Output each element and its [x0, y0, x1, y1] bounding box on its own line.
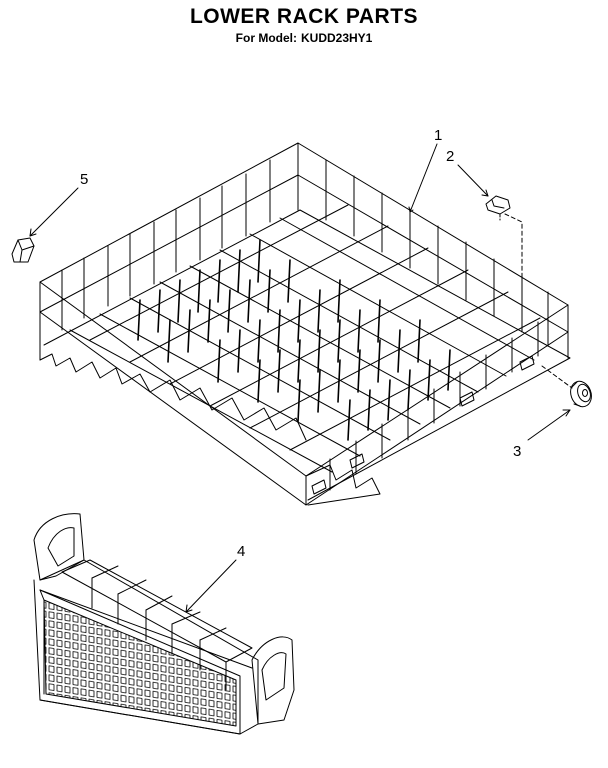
leader-1	[409, 143, 438, 213]
silverware-basket[interactable]	[33, 513, 295, 735]
rack-floor-grid	[69, 204, 541, 473]
leader-4	[185, 559, 237, 613]
page-title: LOWER RACK PARTS	[189, 5, 419, 28]
callout-4: 4	[237, 543, 245, 560]
basket-right-handle	[251, 636, 295, 725]
rack-clip[interactable]	[485, 195, 523, 301]
rack-front-left-wires	[61, 159, 271, 331]
basket-front-face	[39, 589, 241, 735]
basket-mesh	[43, 599, 237, 727]
rack-scallop-edge	[39, 353, 307, 441]
callout-5: 5	[80, 171, 88, 188]
leader-2	[457, 164, 489, 197]
basket-top-rim	[61, 559, 253, 663]
basket-left-handle-grip	[47, 527, 75, 567]
basket-dividers	[91, 565, 227, 641]
rack-bottom-frame	[43, 209, 571, 501]
callout-leaders	[29, 143, 571, 613]
rack-top-rim	[39, 142, 569, 477]
model-line: For Model:KUDD23HY1	[0, 31, 608, 45]
rack-tines	[137, 239, 451, 441]
basket-right-handle-grip	[261, 652, 287, 701]
model-prefix: For Model:	[235, 31, 297, 45]
leader-5	[29, 187, 79, 237]
callout-1: 1	[434, 127, 442, 144]
callout-3: 3	[513, 443, 521, 460]
basket-left-handle	[33, 513, 85, 581]
rack-wheel[interactable]	[541, 365, 595, 410]
rack-bumper[interactable]	[11, 237, 35, 263]
rack-corners	[39, 142, 569, 506]
model-number: KUDD23HY1	[300, 31, 373, 45]
rack-front-corner-detail	[305, 464, 381, 506]
rack-base-rollers	[311, 355, 535, 495]
rack-front-right-wires	[329, 321, 539, 491]
callout-2: 2	[446, 148, 454, 165]
lower-rack[interactable]	[39, 142, 571, 506]
leader-3	[527, 409, 571, 441]
